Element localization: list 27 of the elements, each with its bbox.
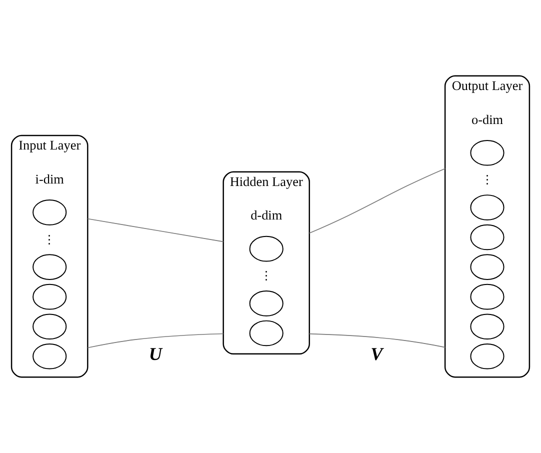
node-circle	[470, 224, 504, 250]
node-circle	[470, 194, 504, 220]
node-circle	[249, 320, 284, 346]
label: ⋮	[44, 232, 56, 246]
label: ⋮	[481, 173, 494, 186]
node-circle	[32, 284, 67, 310]
node-label: d-dim	[250, 208, 282, 223]
label: U	[148, 344, 162, 364]
node-circle	[470, 314, 504, 340]
node-circle	[470, 254, 504, 280]
label: ⋮	[260, 269, 272, 282]
node-circle	[470, 284, 504, 310]
label: V	[370, 344, 383, 364]
connector	[87, 333, 224, 348]
node-circle	[249, 236, 284, 262]
node-label: o-dim	[471, 112, 504, 127]
node-circle	[32, 343, 67, 370]
node-circle	[470, 140, 504, 166]
connector	[308, 333, 446, 348]
node-circle	[249, 290, 284, 316]
node-circle	[32, 200, 67, 226]
node-circle	[32, 314, 67, 340]
node-circle	[470, 343, 504, 370]
node-label: i-dim	[35, 171, 64, 186]
node-circle	[32, 254, 67, 280]
connector	[87, 218, 224, 242]
connector	[308, 168, 446, 234]
